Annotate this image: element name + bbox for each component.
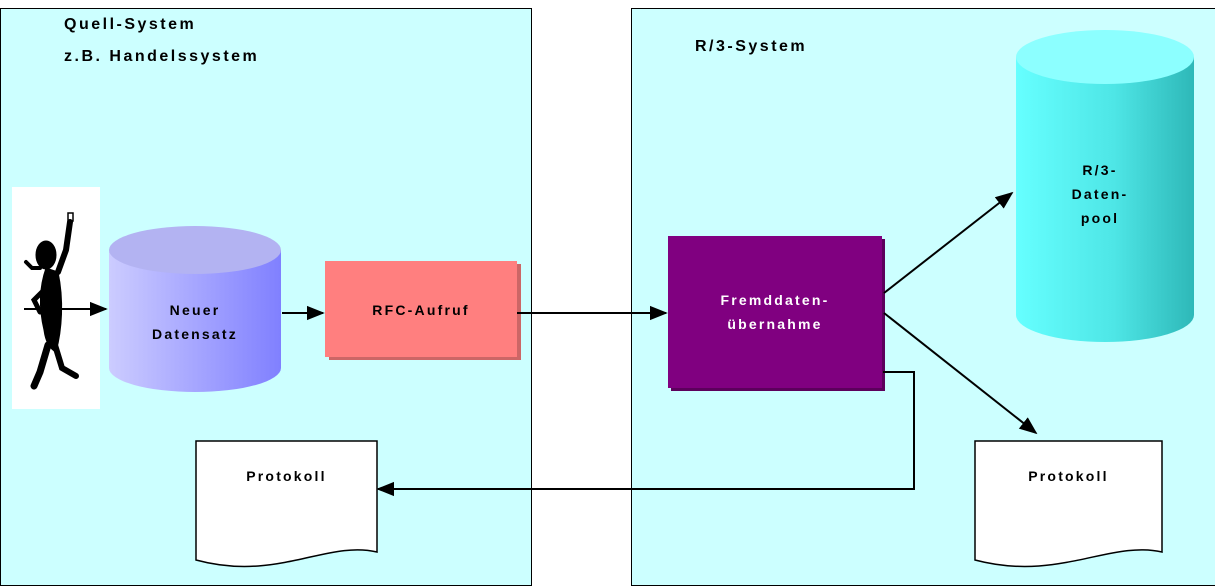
foreign-data-label-2: übernahme <box>727 316 823 332</box>
rfc-call-box <box>325 261 517 357</box>
arrow-foreign-to-protocol <box>883 312 1038 435</box>
foreign-data-box <box>668 236 882 388</box>
datapool-label-3: pool <box>1080 210 1120 226</box>
source-system-subtitle: z.B. Handelssystem <box>64 48 260 65</box>
protocol-document-right <box>974 440 1163 568</box>
datapool-label-2: Daten- <box>1071 186 1129 202</box>
datapool-label-1: R/3- <box>1082 162 1118 178</box>
datapool-cylinder <box>1016 30 1194 342</box>
foreign-data-label-1: Fremddaten- <box>720 292 830 308</box>
arrow-foreign-to-left-protocol <box>376 371 915 497</box>
protocol-left-label: Protokoll <box>246 468 327 484</box>
new-record-label-1: Neuer <box>169 302 221 318</box>
rfc-call-label: RFC-Aufruf <box>372 302 470 318</box>
new-record-label-2: Datensatz <box>152 326 238 342</box>
r3-system-title: R/3-System <box>695 38 808 55</box>
new-record-cylinder <box>109 226 281 392</box>
protocol-right-label: Protokoll <box>1028 468 1109 484</box>
arrow-foreign-to-pool <box>883 191 1014 294</box>
source-system-title: Quell-System <box>64 16 197 33</box>
protocol-document-left <box>195 440 378 568</box>
person-icon <box>24 212 79 390</box>
